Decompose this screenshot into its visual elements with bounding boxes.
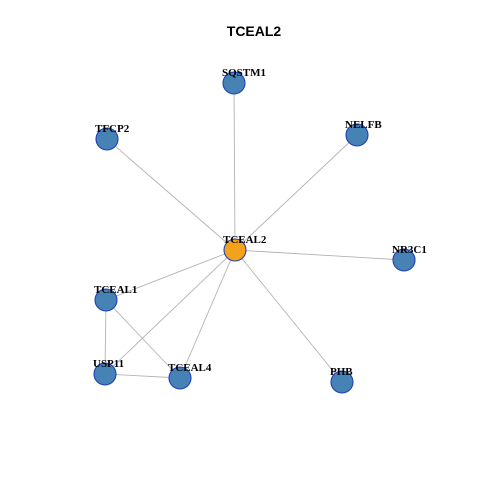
node-label-tfcp2: TFCP2 (95, 123, 130, 135)
edges-layer (104, 82, 405, 383)
node-label-nelfb: NELFB (345, 119, 382, 131)
node-tfcp2 (95, 127, 119, 151)
node-sqstm1 (222, 71, 246, 95)
node-usp11 (93, 362, 117, 386)
edge-tceal2-usp11 (104, 249, 236, 375)
node-nr3c1 (392, 248, 416, 272)
edge-usp11-tceal4 (104, 373, 181, 379)
node-phb (330, 370, 354, 394)
node-label-tceal2: TCEAL2 (223, 234, 267, 246)
edge-tceal2-phb (234, 249, 343, 383)
node-tceal1 (94, 288, 118, 312)
node-label-sqstm1: SQSTM1 (222, 67, 266, 79)
graph-title: TCEAL2 (227, 23, 282, 39)
node-tceal4 (168, 366, 192, 390)
node-label-usp11: USP11 (93, 358, 124, 370)
edge-tceal1-tceal4 (105, 299, 181, 379)
edge-tceal2-nelfb (234, 134, 358, 251)
edge-tceal2-tceal1 (105, 249, 236, 301)
node-nelfb (345, 123, 369, 147)
node-label-tceal4: TCEAL4 (168, 362, 212, 374)
node-tceal2 (223, 238, 247, 262)
nodes-layer (93, 71, 416, 394)
node-label-tceal1: TCEAL1 (94, 284, 137, 296)
node-label-phb: PHB (330, 366, 353, 378)
edge-tceal2-nr3c1 (234, 249, 405, 261)
edge-tceal2-sqstm1 (233, 82, 236, 251)
node-label-nr3c1: NR3C1 (392, 244, 427, 256)
edge-tceal2-tceal4 (179, 249, 236, 379)
edge-tceal1-usp11 (104, 299, 107, 375)
edge-tceal2-tfcp2 (106, 138, 236, 251)
